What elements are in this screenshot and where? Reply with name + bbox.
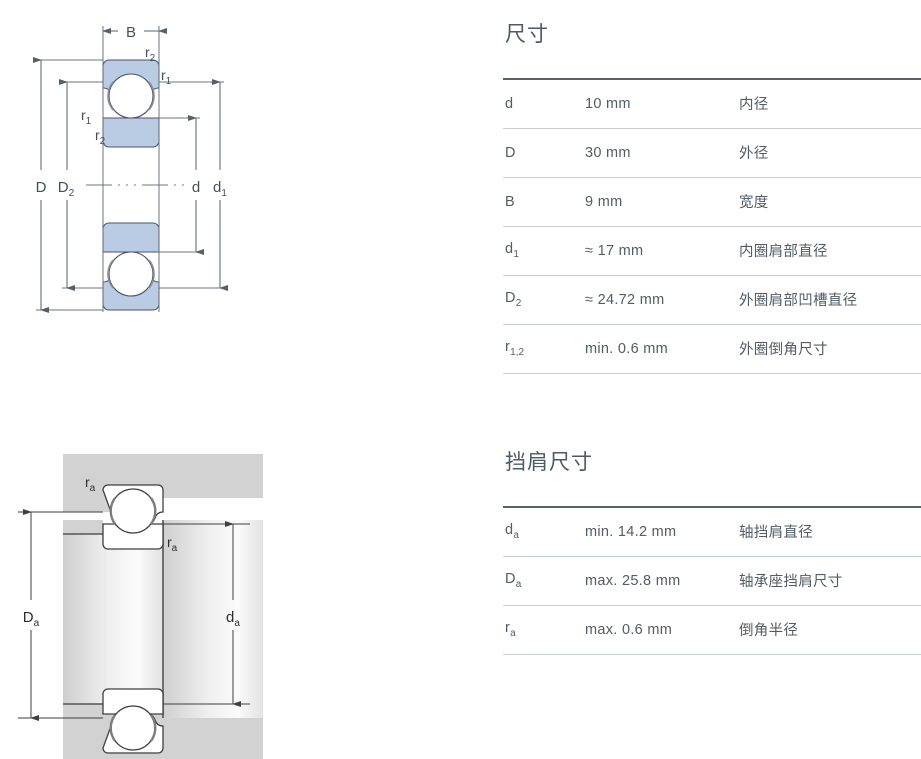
row-value: min. 14.2 mm [583,506,737,557]
abutment-bearing-top [102,484,164,550]
dimension-label-B: B [126,24,136,41]
row-symbol: d1 [503,226,583,276]
chamfer-label-r1-bottom: r1 [81,107,92,127]
row-symbol: D [503,128,583,178]
shaft-body [63,520,263,718]
abutment-steps [63,520,103,718]
row-description: 内圈肩部直径 [737,226,921,276]
bearing-cross-section-drawing: B D D2 [0,0,480,420]
rolling-ball-top [107,73,155,119]
row-symbol: r1,2 [503,324,583,374]
row-value: ≈ 17 mm [583,226,737,276]
row-symbol: da [503,506,583,557]
dimension-label-d1: d1 [213,179,227,199]
row-symbol: ra [503,605,583,655]
chamfer-label-r1-top: r1 [161,67,172,87]
row-symbol: d [503,78,583,129]
dimension-label-d: d [192,179,200,196]
bearing-abutment-svg: Da da ra ra [18,454,263,759]
row-description: 外径 [737,128,921,178]
chamfer-label-r2-top: r2 [145,44,156,64]
row-value: 30 mm [583,128,737,178]
row-symbol-subscript: a [513,530,519,542]
row-symbol-subscript: 2 [515,297,522,309]
row-symbol-subscript: 1 [513,248,519,260]
fillet-label-ra-top: ra [85,474,96,494]
row-symbol-subscript: a [510,627,516,639]
row-description: 外圈倒角尺寸 [737,324,921,374]
row-value: max. 0.6 mm [583,605,737,655]
row-description: 外圈肩部凹槽直径 [737,275,921,325]
row-value: min. 0.6 mm [583,324,737,374]
row-description: 倒角半径 [737,605,921,655]
row-value: ≈ 24.72 mm [583,275,737,325]
row-value: max. 25.8 mm [583,556,737,606]
abutment-title: 挡肩尺寸 [505,451,593,474]
row-description: 内径 [737,78,921,129]
abutment-bearing-bottom [102,688,164,754]
bearing-cross-section-svg: B D D2 [33,24,228,313]
row-value: 10 mm [583,78,737,129]
dimension-label-da: da [226,609,240,629]
chamfer-label-r2-bottom: r2 [95,127,106,147]
row-description: 轴挡肩直径 [737,506,921,557]
inner-ring-bottom [102,222,160,253]
dimension-label-Da: Da [23,609,40,629]
fillet-label-ra-bottom: ra [167,534,178,554]
row-symbol: B [503,177,583,227]
row-description: 宽度 [737,177,921,227]
dimensions-title: 尺寸 [505,23,549,46]
dimension-label-D: D [36,179,47,196]
row-value: 9 mm [583,177,737,227]
row-symbol-subscript: a [515,578,522,590]
bearing-abutment-drawing: Da da ra ra [0,440,480,759]
row-symbol: D2 [503,275,583,325]
dimension-label-D2: D2 [58,179,75,199]
inner-ring-top [102,117,160,148]
row-symbol-subscript: 1,2 [510,346,525,358]
row-description: 轴承座挡肩尺寸 [737,556,921,606]
drawing-column: B D D2 [0,0,480,759]
row-symbol: Da [503,556,583,606]
rolling-ball-bottom [107,251,155,297]
